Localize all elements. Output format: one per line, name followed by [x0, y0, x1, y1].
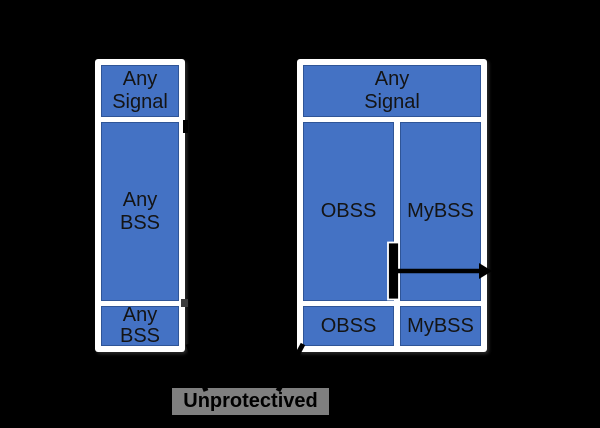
left-box-any-bss-main: Any BSS — [101, 122, 179, 301]
right-box-mybss-main: MyBSS — [400, 122, 481, 301]
caption-leader-line-left — [185, 343, 209, 392]
right-box-any-signal: Any Signal — [303, 65, 481, 117]
right-box-obss-bottom: OBSS — [303, 306, 394, 346]
left-box-any-bss-bottom: Any BSS — [101, 305, 179, 347]
left-box-any-signal: Any Signal — [101, 65, 179, 117]
unprotected-caption: Unprotectived — [172, 388, 329, 415]
right-column-frame: Any Signal OBSS MyBSS OBSS MyBSS — [297, 59, 487, 352]
left-column-frame: Any Signal Any BSS Any BSS — [95, 59, 185, 352]
right-box-obss-main: OBSS — [303, 122, 394, 301]
right-box-mybss-bottom: MyBSS — [400, 306, 481, 346]
